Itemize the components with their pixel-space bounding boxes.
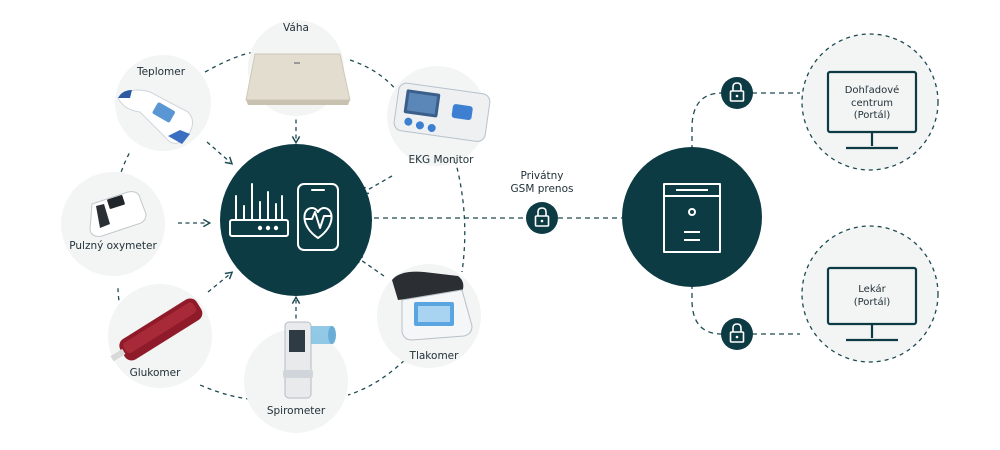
label-spirometer: Spirometer: [266, 405, 326, 417]
spirometer-device: [244, 321, 348, 433]
portal-center-line-3: (Portál): [853, 110, 891, 121]
portal-center-node: [801, 33, 939, 171]
portal-doctor-node: [801, 225, 939, 363]
label-transfer-2: GSM prenos: [510, 183, 574, 195]
portal-links: [691, 92, 800, 335]
label-teplomer: Teplomer: [136, 66, 186, 78]
hub-arrows: [178, 112, 393, 326]
blood-pressure-device: [377, 264, 481, 368]
glucometer-device: [108, 284, 212, 388]
label-vaha: Váha: [283, 22, 309, 34]
label-glukomer: Glukomer: [129, 367, 181, 379]
portal-center-line-2: centrum: [850, 97, 894, 109]
portal-center-line-1: Dohľadové: [844, 85, 900, 96]
portal-lock-top: [721, 77, 753, 109]
server-node: [622, 147, 762, 287]
portal-center-label: Dohľadové centrum (Portál): [845, 85, 900, 123]
label-transfer-1: Privátny: [520, 170, 564, 182]
thermometer-device: [115, 55, 211, 151]
portal-doctor-label: Lekár (Portál): [854, 284, 891, 309]
hub-node: [220, 144, 372, 296]
gsm-lock-node: [526, 202, 558, 234]
portal-doctor-line-1: Lekár: [858, 284, 886, 295]
ekg-device: [387, 66, 491, 166]
portal-lock-bottom: [721, 318, 753, 350]
portal-doctor-line-2: (Portál): [853, 296, 891, 308]
label-oxymeter: Pulzný oxymeter: [69, 240, 157, 252]
scale-device: [245, 20, 351, 116]
oximeter-device: [61, 172, 165, 276]
label-ekg: EKG Monitor: [408, 154, 474, 166]
label-tlakomer: Tlakomer: [409, 350, 459, 362]
